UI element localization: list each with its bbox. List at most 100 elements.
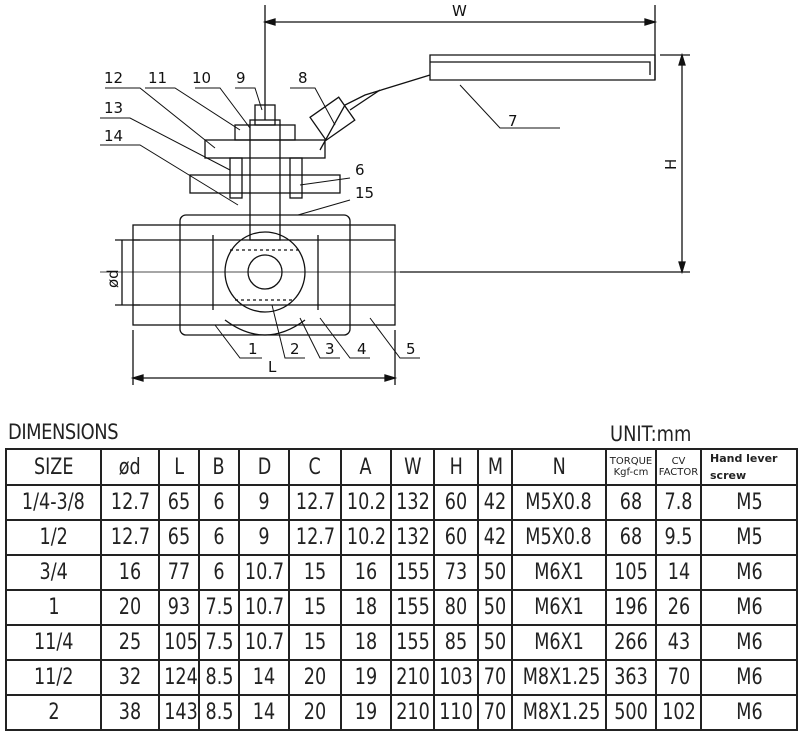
table-cell: 42 xyxy=(477,519,513,556)
cell-value: 10.2 xyxy=(346,490,387,515)
cell-value: 3/4 xyxy=(39,560,68,585)
cell-value: 14 xyxy=(252,665,276,690)
table-cell: M6X1 xyxy=(511,624,607,661)
cell-value: 20 xyxy=(303,665,327,690)
part-label-11: 11 xyxy=(148,69,167,87)
table-cell: 3/4 xyxy=(5,554,102,591)
cell-value: 132 xyxy=(396,490,430,515)
cell-value: M5 xyxy=(735,490,763,515)
cell-value: 12.7 xyxy=(295,525,335,550)
table-cell: M6 xyxy=(700,694,798,731)
part-label-10: 10 xyxy=(192,69,211,87)
table-cell: 19 xyxy=(340,659,392,696)
cell-value: 10.7 xyxy=(244,595,285,620)
table-cell: 32 xyxy=(100,659,160,696)
column-header-text: L xyxy=(174,454,184,480)
valve-body xyxy=(100,214,400,336)
part-label-5: 5 xyxy=(406,340,416,358)
part-label-3: 3 xyxy=(325,340,335,358)
cell-value: 68 xyxy=(619,525,643,550)
part-label-14: 14 xyxy=(104,127,123,145)
part-label-7: 7 xyxy=(508,112,518,130)
table-cell: 10.7 xyxy=(238,624,290,661)
table-cell: 196 xyxy=(605,589,657,626)
column-header-text: C xyxy=(308,454,322,480)
cell-value: 60 xyxy=(444,525,468,550)
cell-value: 20 xyxy=(118,595,142,620)
column-header: B xyxy=(198,448,240,486)
cell-value: 19 xyxy=(354,665,378,690)
table-cell: 43 xyxy=(655,624,702,661)
cell-value: 363 xyxy=(614,665,648,690)
cell-value: 105 xyxy=(614,560,648,585)
table-cell: 10.2 xyxy=(340,519,392,556)
cell-value: 68 xyxy=(619,490,643,515)
cell-value: 210 xyxy=(396,665,430,690)
part-label-15: 15 xyxy=(355,184,374,202)
table-cell: 85 xyxy=(433,624,479,661)
cell-value: M6X1 xyxy=(534,560,584,585)
table-cell: 15 xyxy=(288,589,342,626)
table-cell: M6X1 xyxy=(511,589,607,626)
cell-value: 26 xyxy=(667,595,690,620)
table-cell: 14 xyxy=(238,659,290,696)
table-cell: 12.7 xyxy=(288,484,342,521)
cell-value: 65 xyxy=(167,490,191,515)
table-cell: M5 xyxy=(700,484,798,521)
table-cell: 102 xyxy=(655,694,702,731)
table-cell: 12.7 xyxy=(100,484,160,521)
table-cell: 266 xyxy=(605,624,657,661)
cell-value: 25 xyxy=(118,630,142,655)
dimension-d: ød xyxy=(104,239,140,306)
cell-value: 70 xyxy=(483,665,507,690)
unit-label: UNIT:mm xyxy=(610,422,692,446)
column-header-text: A xyxy=(359,454,373,480)
table-cell: 9 xyxy=(238,484,290,521)
cell-value: 14 xyxy=(667,560,690,585)
table-cell: 26 xyxy=(655,589,702,626)
cell-value: 15 xyxy=(303,595,327,620)
dimension-h: H xyxy=(400,52,690,275)
column-header-text: D xyxy=(257,454,271,480)
cell-value: 10.7 xyxy=(244,560,285,585)
table-cell: 11/4 xyxy=(5,624,102,661)
cell-value: 12.7 xyxy=(110,525,150,550)
cell-value: 105 xyxy=(164,630,198,655)
table-cell: 15 xyxy=(288,624,342,661)
column-header-text: W xyxy=(403,454,422,480)
dimensions-title: DIMENSIONS xyxy=(8,420,119,444)
table-cell: M5 xyxy=(700,519,798,556)
cell-value: 11/2 xyxy=(33,665,74,690)
column-header: SIZE xyxy=(5,448,102,486)
cell-value: 124 xyxy=(164,665,198,690)
table-cell: 132 xyxy=(390,484,435,521)
cell-value: 1/2 xyxy=(39,525,68,550)
cell-value: 10.2 xyxy=(346,525,387,550)
table-cell: 12.7 xyxy=(288,519,342,556)
column-header: A xyxy=(340,448,392,486)
cell-value: 65 xyxy=(167,525,191,550)
table-cell: 9.5 xyxy=(655,519,702,556)
table-cell: 1 xyxy=(5,589,102,626)
table-cell: 6 xyxy=(198,484,240,521)
part-label-6: 6 xyxy=(355,161,365,179)
table-cell: 8.5 xyxy=(198,694,240,731)
cell-value: 103 xyxy=(439,665,473,690)
table-cell: 73 xyxy=(433,554,479,591)
table-cell: M6 xyxy=(700,659,798,696)
cell-value: 77 xyxy=(167,560,191,585)
table-cell: 19 xyxy=(340,694,392,731)
cell-value: 16 xyxy=(118,560,142,585)
table-cell: 77 xyxy=(158,554,200,591)
part-label-1: 1 xyxy=(248,340,258,358)
dim-h-label: H xyxy=(662,159,680,170)
cell-value: 6 xyxy=(213,560,225,585)
table-cell: 50 xyxy=(477,624,513,661)
cell-value: 43 xyxy=(667,630,690,655)
table-cell: 70 xyxy=(477,694,513,731)
table-cell: 18 xyxy=(340,589,392,626)
